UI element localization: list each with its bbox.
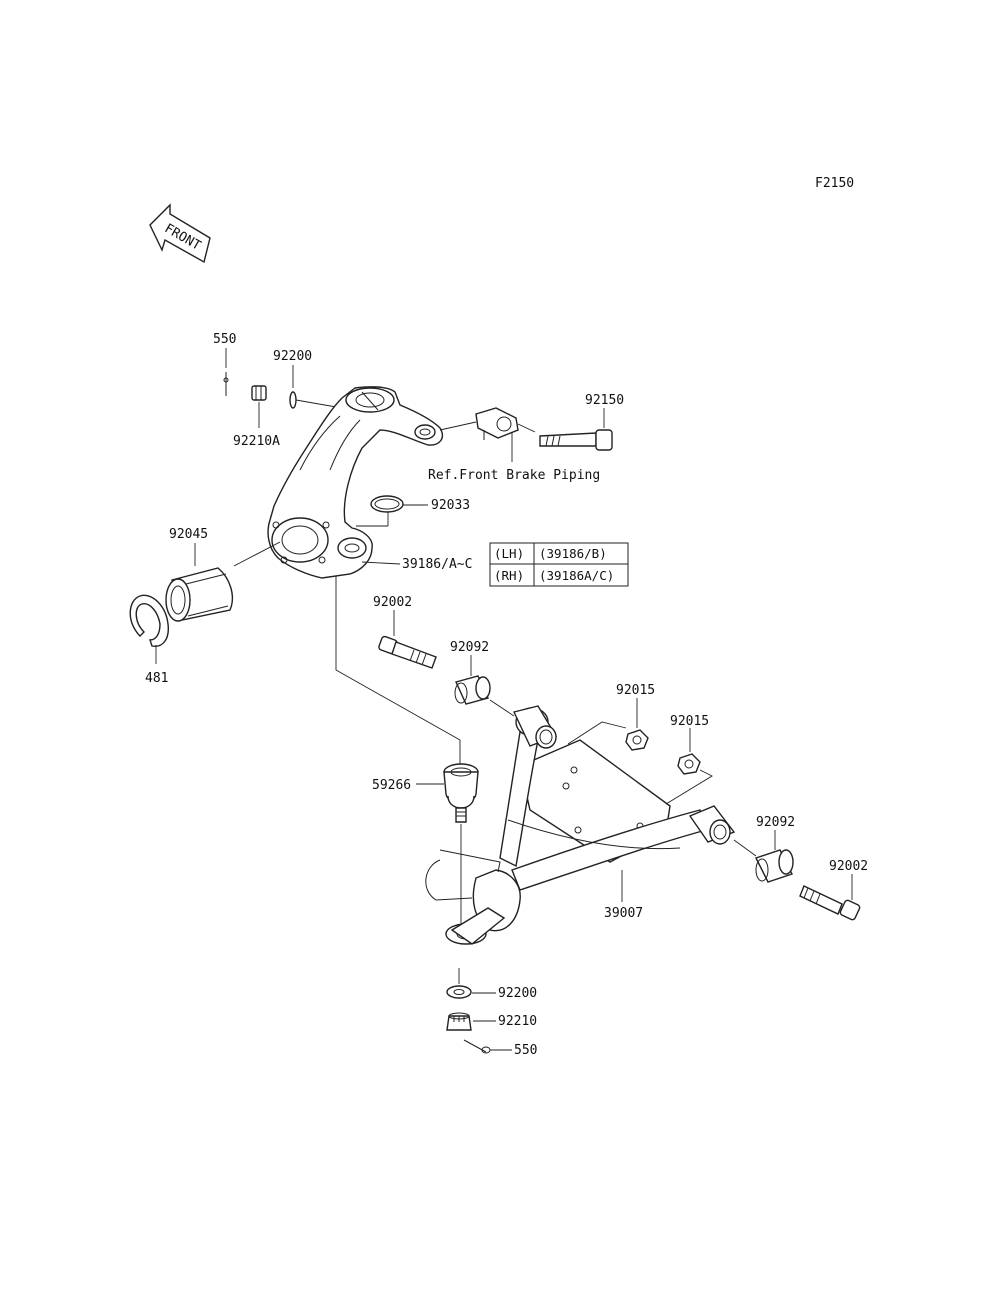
callout-550-top: 550 (213, 332, 236, 347)
ref-front-brake-piping: Ref.Front Brake Piping (428, 468, 600, 483)
variant-table: (LH) (39186/B) (RH) (39186A/C) (489, 542, 629, 587)
callout-92200-top: 92200 (273, 349, 312, 364)
callout-92002-left: 92002 (373, 595, 412, 610)
collar-92092-right (755, 849, 794, 883)
callout-92092-right: 92092 (756, 815, 795, 830)
callout-92210a: 92210A (233, 434, 280, 449)
washer-92200-bottom (446, 985, 472, 999)
variant-row-side: (RH) (494, 568, 524, 583)
bolt-92002-right (799, 885, 861, 921)
callout-92210: 92210 (498, 1014, 537, 1029)
callout-92002-right: 92002 (829, 859, 868, 874)
circlip-481 (129, 594, 169, 647)
bolt-92002-left (378, 635, 437, 669)
callout-550-bottom: 550 (514, 1043, 537, 1058)
callout-92045: 92045 (169, 527, 208, 542)
ball-joint-59266 (443, 763, 479, 823)
bearing-92045 (165, 567, 234, 622)
lower-a-arm (425, 705, 736, 945)
castle-nut-92210 (446, 1012, 472, 1031)
figure-code: F2150 (815, 176, 854, 191)
brake-piping-bracket (475, 407, 519, 440)
callout-92200-bottom: 92200 (498, 986, 537, 1001)
bolt-92150 (539, 429, 613, 451)
callout-92092-left: 92092 (450, 640, 489, 655)
o-ring-92033 (370, 495, 404, 513)
callout-59266: 59266 (372, 778, 411, 793)
callout-92015-b: 92015 (670, 714, 709, 729)
callout-92150: 92150 (585, 393, 624, 408)
washer-92200-top (289, 391, 297, 409)
callout-92033: 92033 (431, 498, 470, 513)
nut-92015-b (677, 753, 701, 775)
steering-knuckle (267, 386, 444, 579)
variant-row-side: (LH) (494, 546, 524, 561)
variant-row-part: (39186/B) (539, 546, 607, 561)
castle-nut-92210a (251, 385, 267, 401)
variant-row-part: (39186A/C) (539, 568, 614, 583)
cotter-pin-top (223, 372, 229, 396)
callout-39186: 39186/A~C (402, 557, 472, 572)
callout-39007: 39007 (604, 906, 643, 921)
collar-92092-left (454, 675, 491, 705)
callout-92015-a: 92015 (616, 683, 655, 698)
cotter-pin-bottom (463, 1039, 491, 1054)
nut-92015-a (625, 729, 649, 751)
callout-481: 481 (145, 671, 168, 686)
front-arrow-icon: FRONT (149, 203, 211, 264)
